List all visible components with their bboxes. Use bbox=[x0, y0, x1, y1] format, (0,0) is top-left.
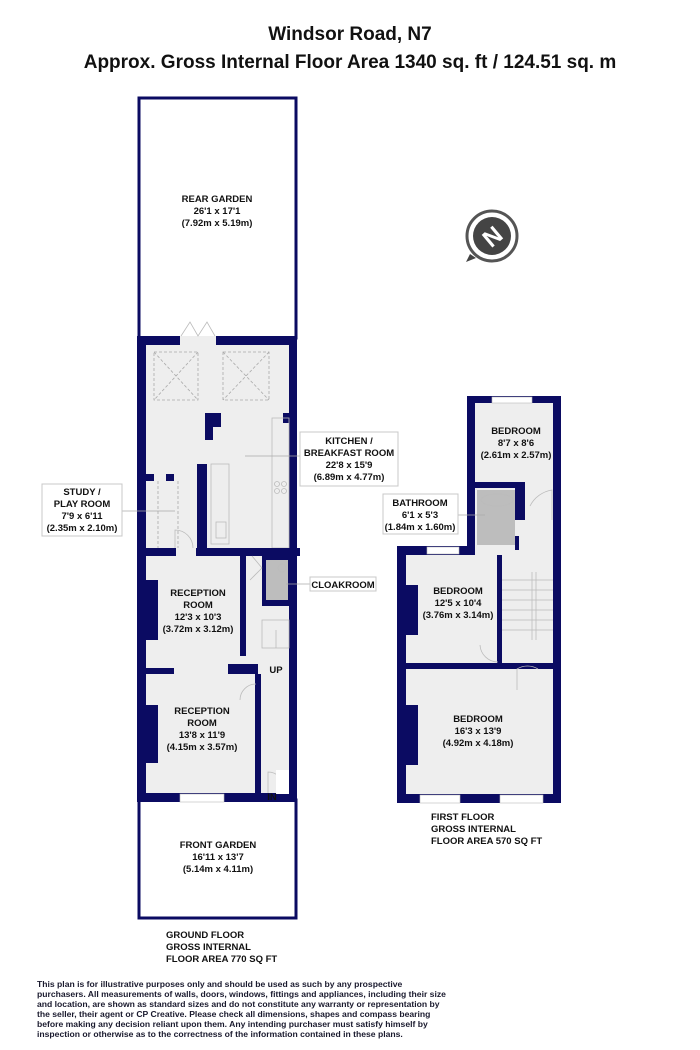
svg-text:(7.92m x 5.19m): (7.92m x 5.19m) bbox=[182, 218, 253, 229]
svg-text:(3.76m x 3.14m): (3.76m x 3.14m) bbox=[423, 610, 494, 621]
svg-text:(4.15m x 3.57m): (4.15m x 3.57m) bbox=[167, 742, 238, 753]
svg-text:CLOAKROOM: CLOAKROOM bbox=[311, 580, 374, 591]
svg-text:12'5 x 10'4: 12'5 x 10'4 bbox=[435, 598, 482, 609]
room-label-bedroom-front: BEDROOM 16'3 x 13'9 (4.92m x 4.18m) bbox=[443, 714, 514, 749]
compass-icon: N bbox=[465, 209, 519, 263]
svg-text:FLOOR AREA 770 SQ FT: FLOOR AREA 770 SQ FT bbox=[166, 954, 277, 965]
svg-text:REAR GARDEN: REAR GARDEN bbox=[182, 194, 253, 205]
entrance-label: IN bbox=[267, 792, 277, 803]
svg-text:This plan is for illustrative: This plan is for illustrative purposes o… bbox=[37, 979, 403, 989]
svg-text:(2.61m x 2.57m): (2.61m x 2.57m) bbox=[481, 450, 552, 461]
svg-text:12'3 x 10'3: 12'3 x 10'3 bbox=[175, 612, 222, 623]
svg-text:purchasers. All measurements o: purchasers. All measurements of walls, d… bbox=[37, 989, 446, 999]
room-label-front-garden: FRONT GARDEN 16'11 x 13'7 (5.14m x 4.11m… bbox=[180, 840, 257, 875]
rear-garden-area bbox=[137, 96, 298, 340]
svg-text:FLOOR AREA 570 SQ FT: FLOOR AREA 570 SQ FT bbox=[431, 836, 542, 847]
svg-text:16'3 x 13'9: 16'3 x 13'9 bbox=[455, 726, 502, 737]
room-label-study: STUDY / PLAY ROOM 7'9 x 6'11 (2.35m x 2.… bbox=[41, 483, 175, 537]
svg-text:ROOM: ROOM bbox=[187, 718, 217, 729]
svg-text:PLAY ROOM: PLAY ROOM bbox=[54, 499, 111, 510]
svg-text:inspection or otherwise as to: inspection or otherwise as to the correc… bbox=[37, 1029, 403, 1039]
svg-text:6'1 x 5'3: 6'1 x 5'3 bbox=[402, 510, 438, 521]
svg-text:BATHROOM: BATHROOM bbox=[392, 498, 447, 509]
ground-floor-plan bbox=[137, 96, 300, 920]
plan-title: Windsor Road, N7 bbox=[268, 24, 431, 45]
svg-text:the seller, their agent or CP: the seller, their agent or CP Creative. … bbox=[37, 1009, 430, 1019]
svg-text:26'1 x 17'1: 26'1 x 17'1 bbox=[194, 206, 241, 217]
svg-text:8'7 x 8'6: 8'7 x 8'6 bbox=[498, 438, 534, 449]
svg-text:GROSS INTERNAL: GROSS INTERNAL bbox=[431, 824, 516, 835]
room-label-bathroom: BATHROOM 6'1 x 5'3 (1.84m x 1.60m) bbox=[382, 493, 485, 535]
svg-text:RECEPTION: RECEPTION bbox=[170, 588, 226, 599]
room-label-reception-1: RECEPTION ROOM 12'3 x 10'3 (3.72m x 3.12… bbox=[163, 588, 234, 635]
svg-text:(1.84m x 1.60m): (1.84m x 1.60m) bbox=[385, 522, 456, 533]
room-label-rear-garden: REAR GARDEN 26'1 x 17'1 (7.92m x 5.19m) bbox=[182, 194, 253, 229]
room-label-cloakroom: CLOAKROOM bbox=[286, 576, 377, 592]
front-garden-area bbox=[137, 798, 298, 920]
room-label-bedroom-rear: BEDROOM 8'7 x 8'6 (2.61m x 2.57m) bbox=[481, 426, 552, 461]
ground-floor-area-label: GROUND FLOOR GROSS INTERNAL FLOOR AREA 7… bbox=[166, 930, 277, 965]
svg-text:(6.89m x 4.77m): (6.89m x 4.77m) bbox=[314, 472, 385, 483]
first-floor-plan bbox=[397, 396, 561, 804]
stairs-up-label: UP bbox=[269, 665, 283, 676]
svg-text:BEDROOM: BEDROOM bbox=[491, 426, 541, 437]
svg-text:BEDROOM: BEDROOM bbox=[453, 714, 503, 725]
svg-text:STUDY /: STUDY / bbox=[63, 487, 101, 498]
svg-text:FRONT GARDEN: FRONT GARDEN bbox=[180, 840, 257, 851]
svg-text:GROSS INTERNAL: GROSS INTERNAL bbox=[166, 942, 251, 953]
svg-text:GROUND FLOOR: GROUND FLOOR bbox=[166, 930, 244, 941]
svg-text:(5.14m x 4.11m): (5.14m x 4.11m) bbox=[183, 864, 253, 875]
svg-text:22'8 x 15'9: 22'8 x 15'9 bbox=[326, 460, 373, 471]
room-label-bedroom-middle: BEDROOM 12'5 x 10'4 (3.76m x 3.14m) bbox=[423, 586, 494, 621]
first-floor-area-label: FIRST FLOOR GROSS INTERNAL FLOOR AREA 57… bbox=[431, 812, 542, 847]
svg-text:before making any decision rel: before making any decision reliant upon … bbox=[37, 1019, 428, 1029]
svg-text:BEDROOM: BEDROOM bbox=[433, 586, 483, 597]
svg-text:16'11 x 13'7: 16'11 x 13'7 bbox=[192, 852, 244, 863]
svg-text:ROOM: ROOM bbox=[183, 600, 213, 611]
svg-text:RECEPTION: RECEPTION bbox=[174, 706, 230, 717]
svg-text:(4.92m x 4.18m): (4.92m x 4.18m) bbox=[443, 738, 514, 749]
svg-text:13'8 x 11'9: 13'8 x 11'9 bbox=[179, 730, 225, 741]
svg-text:(2.35m x 2.10m): (2.35m x 2.10m) bbox=[47, 523, 118, 534]
svg-text:7'9 x 6'11: 7'9 x 6'11 bbox=[62, 511, 104, 522]
plan-subtitle: Approx. Gross Internal Floor Area 1340 s… bbox=[84, 52, 617, 73]
room-label-reception-2: RECEPTION ROOM 13'8 x 11'9 (4.15m x 3.57… bbox=[167, 706, 238, 753]
svg-text:KITCHEN /: KITCHEN / bbox=[325, 436, 373, 447]
svg-text:FIRST FLOOR: FIRST FLOOR bbox=[431, 812, 494, 823]
svg-text:(3.72m x 3.12m): (3.72m x 3.12m) bbox=[163, 624, 234, 635]
room-label-kitchen: KITCHEN / BREAKFAST ROOM 22'8 x 15'9 (6.… bbox=[245, 431, 399, 487]
svg-text:BREAKFAST ROOM: BREAKFAST ROOM bbox=[304, 448, 394, 459]
disclaimer: This plan is for illustrative purposes o… bbox=[37, 979, 446, 1039]
svg-text:and location, are shown as sta: and location, are shown as standard size… bbox=[37, 999, 440, 1009]
